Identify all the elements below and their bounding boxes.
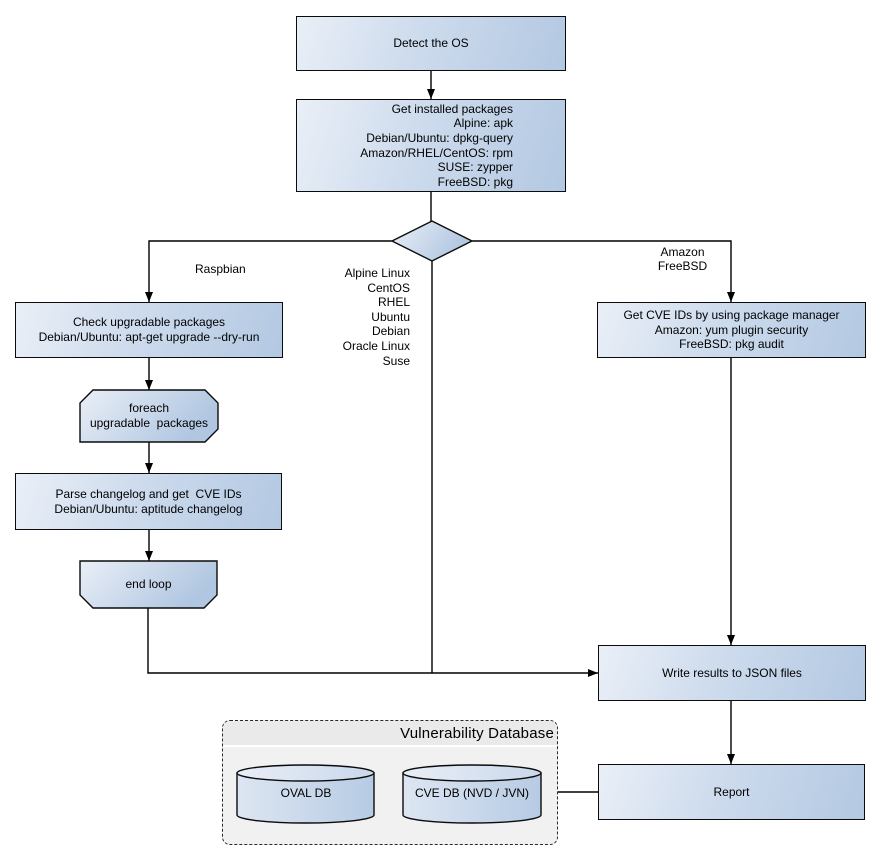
node-line: FreeBSD: pkg audit	[679, 337, 784, 352]
node-report-label: Report	[713, 784, 750, 799]
node-foreach-loop-text: foreach upgradable packages	[80, 390, 218, 442]
node-parse-changelog: Parse changelog and get CVE IDs Debian/U…	[15, 473, 282, 530]
node-line: Get installed packages	[391, 101, 513, 116]
edge-label-line: Oracle Linux	[342, 338, 410, 353]
decision-diamond	[390, 220, 474, 262]
node-line: Get CVE IDs by using package manager	[623, 308, 840, 323]
node-write-results-label: Write results to JSON files	[662, 665, 802, 680]
end-loop-shape	[79, 560, 218, 609]
node-line: Alpine: apk	[453, 116, 513, 131]
node-write-results-json: Write results to JSON files	[598, 645, 866, 701]
edge-label-os-list: Alpine Linux CentOS RHEL Ubuntu Debian O…	[320, 266, 410, 368]
node-check-upgradable-packages: Check upgradable packages Debian/Ubuntu:…	[15, 302, 283, 358]
node-line: upgradable packages	[89, 416, 209, 430]
node-end-loop-text: end loop	[80, 561, 217, 608]
node-get-installed-packages: Get installed packages Alpine: apk Debia…	[296, 99, 566, 192]
node-line: Debian/Ubuntu: apt-get upgrade --dry-run	[38, 330, 260, 344]
node-line: Debian/Ubuntu: aptitude changelog	[54, 501, 243, 516]
edge-label-line: Ubuntu	[371, 309, 410, 324]
node-detect-os: Detect the OS	[296, 16, 566, 71]
node-line: Debian/Ubuntu: dpkg-query	[366, 130, 513, 145]
edge-label-amazon-freebsd: Amazon FreeBSD	[650, 245, 715, 273]
foreach-loop-shape	[79, 389, 219, 443]
edge-endloop-to-write-results	[147, 608, 598, 677]
node-line: SUSE: zypper	[437, 160, 513, 175]
edge-label-line: FreeBSD	[657, 258, 708, 273]
edge-label-line: Debian	[371, 324, 410, 339]
node-report: Report	[598, 764, 865, 820]
edge-label-raspbian: Raspbian	[195, 262, 246, 276]
edge-label-line: Suse	[382, 353, 410, 368]
edge-label-line: Alpine Linux	[344, 266, 410, 280]
node-line: Amazon: yum plugin security	[654, 322, 809, 337]
node-line: Amazon/RHEL/CentOS: rpm	[360, 145, 513, 160]
edge-label-line: Amazon	[660, 245, 705, 259]
edge-label-line: CentOS	[367, 280, 410, 295]
node-get-cve-ids-by-package-manager: Get CVE IDs by using package manager Ama…	[597, 302, 866, 358]
edge-label-line: RHEL	[377, 295, 410, 310]
node-line: Parse changelog and get CVE IDs	[55, 486, 242, 501]
vulnerability-database-title: Vulnerability Database	[223, 721, 557, 747]
node-detect-os-label: Detect the OS	[393, 36, 469, 51]
node-line: foreach	[128, 401, 170, 416]
node-line: Check upgradable packages	[72, 315, 226, 330]
node-end-loop-label: end loop	[125, 577, 172, 592]
vulnerability-database-container: Vulnerability Database	[222, 720, 558, 845]
node-line: FreeBSD: pkg	[437, 174, 513, 189]
